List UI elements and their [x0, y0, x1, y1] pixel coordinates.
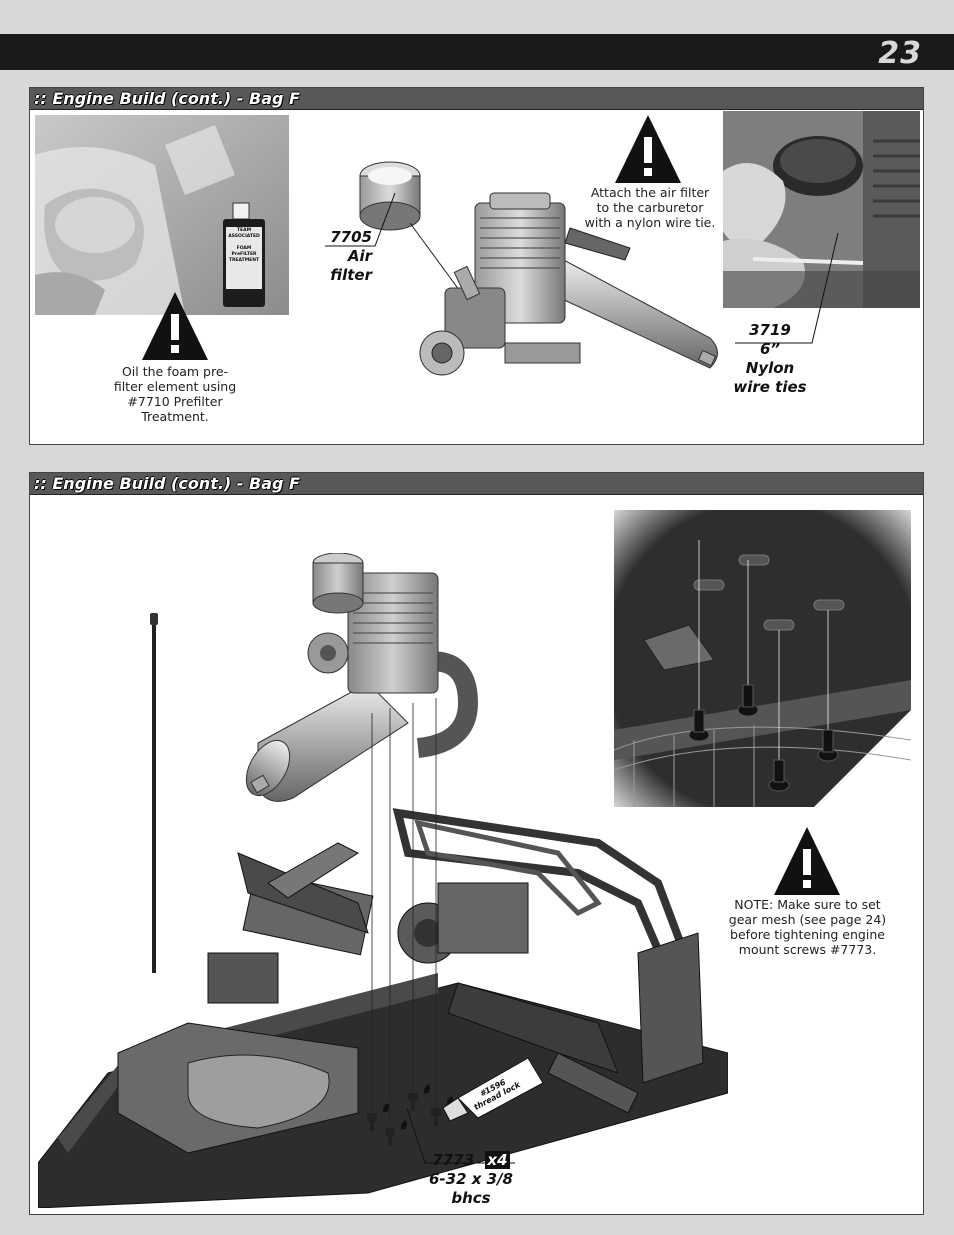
bottle-label-brand: TEAM ASSOCIATED	[228, 228, 260, 239]
callout-engine-mount-screws: 7773 x4 6-32 x 3/8 bhcs	[428, 1151, 513, 1207]
note-gear-mesh: NOTE: Make sure to set gear mesh (see pa…	[728, 897, 887, 957]
warning-icon	[772, 825, 842, 897]
bottle-label-foam: FOAM	[236, 246, 252, 251]
part-quantity: x4	[485, 1151, 510, 1169]
warning-icon	[140, 290, 210, 362]
section-header: :: Engine Build (cont.) - Bag F	[30, 473, 923, 495]
section-header: :: Engine Build (cont.) - Bag F	[30, 88, 923, 110]
warning-text-prefilter: Oil the foam pre- filter element using #…	[113, 364, 237, 424]
callout-air-filter: 7705 Air filter	[312, 228, 372, 285]
section-title: :: Engine Build (cont.) - Bag F	[34, 89, 300, 108]
photo-air-filter-wire-tie	[723, 111, 920, 308]
page-header-bar: 23	[0, 34, 954, 71]
callout-leader-line	[406, 1107, 515, 1164]
part-number-7773: 7773	[432, 1151, 475, 1169]
engine-illustration	[330, 148, 720, 388]
chassis-engine-install-illustration	[38, 553, 728, 1208]
section-engine-build-2: :: Engine Build (cont.) - Bag F	[29, 472, 924, 1215]
callout-leader-line	[325, 192, 396, 247]
warning-text-air-filter: Attach the air filter to the carburetor …	[584, 185, 716, 230]
part-number-3719: 3719	[749, 321, 791, 339]
section-engine-build-1: :: Engine Build (cont.) - Bag F TEAM ASS…	[29, 87, 924, 445]
callout-wire-ties: 3719 6” Nylon wire ties	[730, 321, 810, 397]
callout-leader-line	[735, 232, 839, 344]
part-number-7705: 7705	[330, 228, 372, 246]
photo-prefilter-oiling: TEAM ASSOCIATED FOAM PreFILTER TREATMENT	[35, 115, 289, 315]
bottle-label-treatment: TREATMENT	[228, 258, 260, 263]
bottle-label-prefilter: PreFILTER	[231, 252, 257, 257]
page-number: 23	[878, 36, 922, 71]
detail-engine-mount-screws	[614, 510, 911, 807]
section-title: :: Engine Build (cont.) - Bag F	[34, 474, 300, 493]
warning-icon	[613, 113, 683, 185]
